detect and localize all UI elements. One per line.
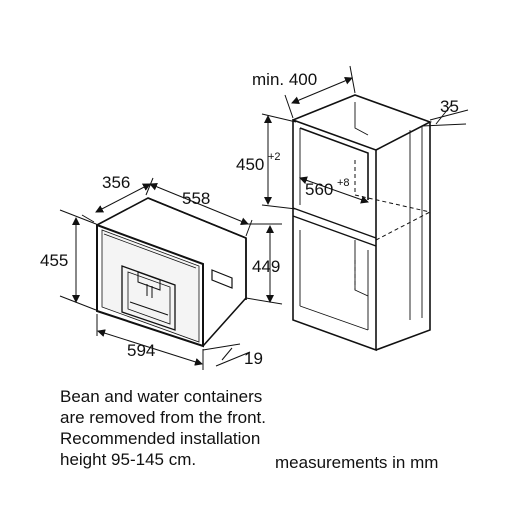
appliance-drawing: [96, 197, 247, 348]
note-line: are removed from the front.: [60, 408, 266, 427]
appliance-width-bottom-label: 594: [127, 341, 155, 360]
niche-width-label: 560: [305, 180, 333, 199]
units-note: measurements in mm: [275, 453, 439, 472]
niche-height-label: 450: [236, 155, 264, 174]
niche-dashed-guides: [354, 160, 431, 290]
appliance-height-right-label: 449: [252, 257, 280, 276]
note-line: Recommended installation: [60, 429, 261, 448]
note-line: Bean and water containers: [60, 387, 263, 406]
niche-height-tolerance: +2: [268, 151, 281, 163]
appliance-height-left-label: 455: [40, 251, 68, 270]
niche-min-width-label: min. 400: [252, 70, 317, 89]
appliance-front-offset-label: 19: [244, 349, 263, 368]
niche-dimensions: [261, 65, 469, 210]
appliance-width-top-label: 558: [182, 189, 210, 208]
appliance-dimensions: [59, 177, 283, 370]
appliance-depth-label: 356: [102, 173, 130, 192]
niche-width-tolerance: +8: [337, 177, 350, 189]
note-line: height 95-145 cm.: [60, 450, 197, 469]
niche-side-gap-label: 35: [440, 97, 459, 116]
installation-notes: Bean and water containers are removed fr…: [60, 386, 266, 470]
